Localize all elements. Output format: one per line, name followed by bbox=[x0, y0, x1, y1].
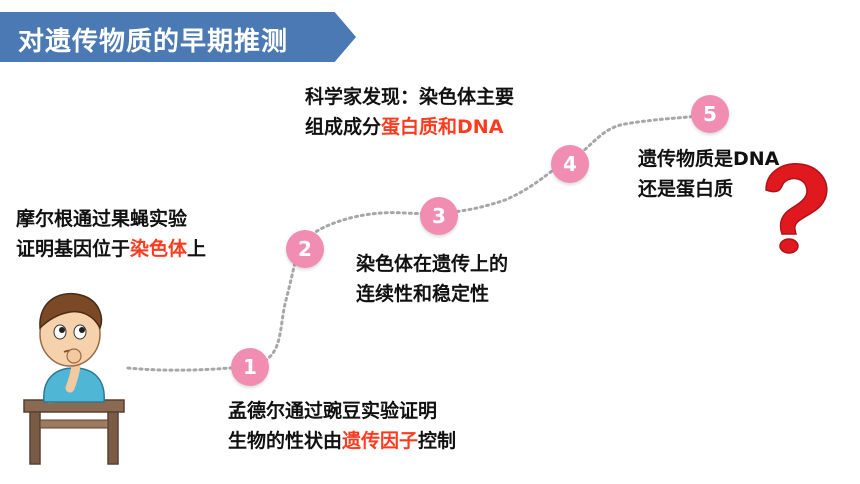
step-1-highlight: 遗传因子 bbox=[342, 430, 419, 452]
step-4-line-1: 科学家发现：染色体主要 bbox=[305, 86, 515, 108]
step-5-text: 遗传物质是DNA 还是蛋白质 bbox=[638, 144, 779, 204]
step-3-text: 染色体在遗传上的 连续性和稳定性 bbox=[356, 249, 508, 309]
question-mark-icon bbox=[765, 162, 828, 254]
step-1-line-1: 孟德尔通过豌豆实验证明 bbox=[228, 400, 438, 422]
step-1-circle: 1 bbox=[231, 348, 269, 386]
step-1-text: 孟德尔通过豌豆实验证明 生物的性状由遗传因子控制 bbox=[228, 396, 456, 456]
step-4-line-2: 组成成分蛋白质和DNA bbox=[305, 116, 504, 138]
title-banner: 对遗传物质的早期推测 bbox=[0, 12, 356, 62]
step-3-circle: 3 bbox=[420, 197, 458, 235]
step-4-circle: 4 bbox=[551, 145, 589, 183]
step-5-line-2: 还是蛋白质 bbox=[638, 178, 734, 200]
page-title: 对遗传物质的早期推测 bbox=[18, 27, 289, 57]
step-3-line-2: 连续性和稳定性 bbox=[356, 283, 490, 305]
step-4-highlight: 蛋白质和DNA bbox=[381, 116, 504, 138]
step-2-text: 摩尔根通过果蝇实验 证明基因位于染色体上 bbox=[16, 204, 206, 264]
step-3-line-1: 染色体在遗传上的 bbox=[356, 253, 509, 275]
thinking-boy-illustration bbox=[23, 292, 125, 465]
step-1-line-2: 生物的性状由遗传因子控制 bbox=[228, 430, 457, 452]
step-2-line-2: 证明基因位于染色体上 bbox=[16, 238, 207, 260]
step-5-circle: 5 bbox=[691, 95, 729, 133]
step-2-highlight: 染色体 bbox=[130, 238, 188, 260]
step-2-circle: 2 bbox=[286, 230, 324, 268]
step-5-line-1: 遗传物质是DNA bbox=[638, 148, 780, 170]
step-4-text: 科学家发现：染色体主要 组成成分蛋白质和DNA bbox=[305, 82, 514, 142]
step-2-line-1: 摩尔根通过果蝇实验 bbox=[16, 208, 188, 230]
